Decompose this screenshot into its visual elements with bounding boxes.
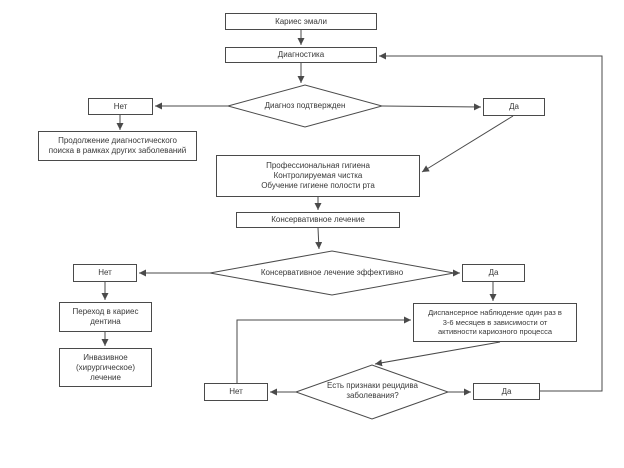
node-label: Да: [488, 268, 499, 277]
connector-net3-to-dispanser: [236, 316, 411, 383]
node-label: Диагностика: [277, 50, 325, 59]
connector-da3-to-diagnostika: [379, 52, 603, 392]
node-label: Нет: [229, 387, 243, 396]
node-da-1: Да: [483, 98, 545, 116]
node-label: Переход в кариес: [72, 307, 139, 316]
node-net-1: Нет: [88, 98, 153, 115]
node-label: 3-6 месяцев в зависимости от: [442, 317, 548, 327]
connector-dispanser-to-decision3: [374, 341, 501, 367]
node-label: Инвазивное: [83, 352, 128, 362]
node-label: Продолжение диагностического: [58, 136, 177, 145]
decision-priznaki-recidiva-shape: [294, 364, 450, 420]
node-label: Да: [509, 102, 519, 111]
node-label: лечение: [90, 372, 121, 382]
node-label: Обучение гигиене полости рта: [261, 181, 375, 190]
node-prodolzhenie-poiska: Продолжение диагностического поиска в ра…: [38, 131, 197, 161]
node-invazivnoe-lechenie: Инвазивное (хирургическое) лечение: [59, 348, 152, 387]
node-perekhod-v-karies-dentina: Переход в кариес дентина: [59, 302, 152, 332]
node-label: Да: [501, 386, 512, 396]
node-label: Консервативное лечение: [271, 215, 365, 224]
node-label: Нет: [113, 101, 128, 111]
node-dispansernoe-nablyudenie: Диспансерное наблюдение один раз в 3-6 м…: [413, 303, 577, 342]
node-da-2: Да: [462, 264, 525, 282]
node-label: Диспансерное наблюдение один раз в: [428, 308, 562, 318]
node-net-3: Нет: [204, 383, 268, 401]
node-label: поиска в рамках других заболеваний: [48, 146, 187, 155]
connector-konservativnoe-to-decision2: [315, 227, 323, 250]
node-da-3: Да: [473, 383, 540, 400]
node-label: Нет: [98, 268, 112, 277]
node-professionalnaya-gigiena: Профессиональная гигиена Контролируемая …: [216, 155, 420, 197]
node-label: (хирургическое): [75, 362, 135, 372]
connector-decision1-to-da1: [381, 103, 482, 111]
node-label: активности кариозного процесса: [437, 327, 553, 337]
node-label: дентина: [90, 317, 121, 326]
node-net-2: Нет: [73, 264, 137, 282]
decision-diagnoz-podtverzhden-shape: [226, 84, 384, 128]
node-label: Контролируемая чистка: [273, 171, 363, 180]
node-label: Профессиональная гигиена: [266, 161, 370, 170]
node-diagnostika: Диагностика: [225, 47, 377, 63]
connector-da1-to-gigiena: [421, 115, 514, 173]
node-konservativnoe-lechenie: Консервативное лечение: [236, 212, 400, 228]
node-karies-emali: Кариес эмали: [225, 13, 377, 30]
node-label: Кариес эмали: [275, 16, 327, 26]
decision-lechenie-effektivno-shape: [209, 250, 455, 296]
